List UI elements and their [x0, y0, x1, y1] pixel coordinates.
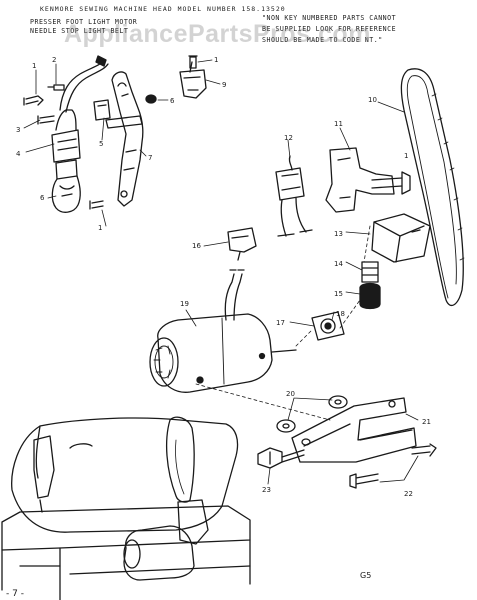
light-socket-part [51, 109, 81, 163]
light-bracket-part [105, 71, 144, 207]
motor-lead-wires [224, 269, 245, 321]
callout-1b: 1 [214, 56, 218, 64]
callout-4: 4 [16, 150, 21, 158]
motor-bracket-part [325, 147, 411, 213]
callout-2: 2 [52, 56, 56, 64]
callout-6b: 6 [40, 194, 45, 202]
callout-1d: 1 [98, 224, 102, 232]
callout-17: 17 [276, 319, 285, 327]
screw-part [23, 55, 198, 210]
light-bulb-part [51, 159, 81, 213]
sewing-machine-outline [1, 416, 251, 600]
callout-12: 12 [284, 134, 293, 142]
note-line3: SHOULD BE MADE TO CODE NT." [262, 36, 383, 44]
callout-23: 23 [262, 486, 271, 494]
screw-washer-part [37, 84, 157, 125]
page-footer: - 7 - G5 [6, 571, 371, 599]
suppressor-block-part [371, 213, 431, 263]
motor-part [149, 313, 297, 393]
callout-19: 19 [180, 300, 189, 308]
callout-numbers: 1 2 3 4 5 6 7 6 1 9 10 11 12 1 13 16 14 … [16, 56, 431, 498]
callout-22: 22 [404, 490, 413, 498]
brush-holder-part [311, 311, 345, 341]
hex-screw-part [257, 447, 305, 469]
note-line1: "NON KEY NUMBERED PARTS CANNOT [262, 14, 397, 22]
callout-14: 14 [334, 260, 343, 268]
note-line2: BE SUPPLIED LOOK FOR REFERENCE [262, 25, 397, 33]
section-label-line1: PRESSER FOOT LIGHT MOTOR [30, 18, 138, 26]
callout-21: 21 [422, 418, 431, 426]
callout-15: 15 [334, 290, 343, 298]
callout-6a: 6 [170, 97, 175, 105]
diagram-header-title: KENMORE SEWING MACHINE HEAD MODEL NUMBER… [40, 5, 286, 13]
drive-belt-part [400, 68, 465, 307]
callout-1c: 1 [404, 152, 408, 160]
page-number: - 7 - [6, 589, 24, 599]
mounting-bracket-part [291, 397, 417, 463]
callout-1a: 1 [32, 62, 36, 70]
washer-part [276, 395, 348, 433]
light-socket-wires [59, 55, 109, 113]
section-label-line2: NEEDLE STOP LIGHT BELT [30, 27, 129, 35]
bracket-screws-part [349, 443, 437, 489]
callout-10: 10 [368, 96, 377, 104]
callout-5: 5 [99, 140, 103, 148]
callout-7: 7 [148, 154, 152, 162]
callout-9: 9 [222, 81, 226, 89]
callout-13: 13 [334, 230, 343, 238]
cord-clip-part [227, 227, 257, 261]
leader-lines [23, 59, 419, 485]
motor-receptacle-part [275, 155, 313, 237]
clip-part [93, 99, 111, 121]
callout-18: 18 [336, 310, 345, 318]
watermark: AppliancePartsPros.com [64, 20, 371, 48]
callout-16: 16 [192, 242, 201, 250]
callout-3: 3 [16, 126, 20, 134]
callout-20: 20 [286, 390, 295, 398]
figure-code: G5 [360, 571, 371, 580]
callout-11: 11 [334, 120, 343, 128]
spacer-nut-part [359, 261, 381, 310]
assembly-guide-lines [195, 225, 371, 421]
small-bracket-part [179, 61, 207, 99]
